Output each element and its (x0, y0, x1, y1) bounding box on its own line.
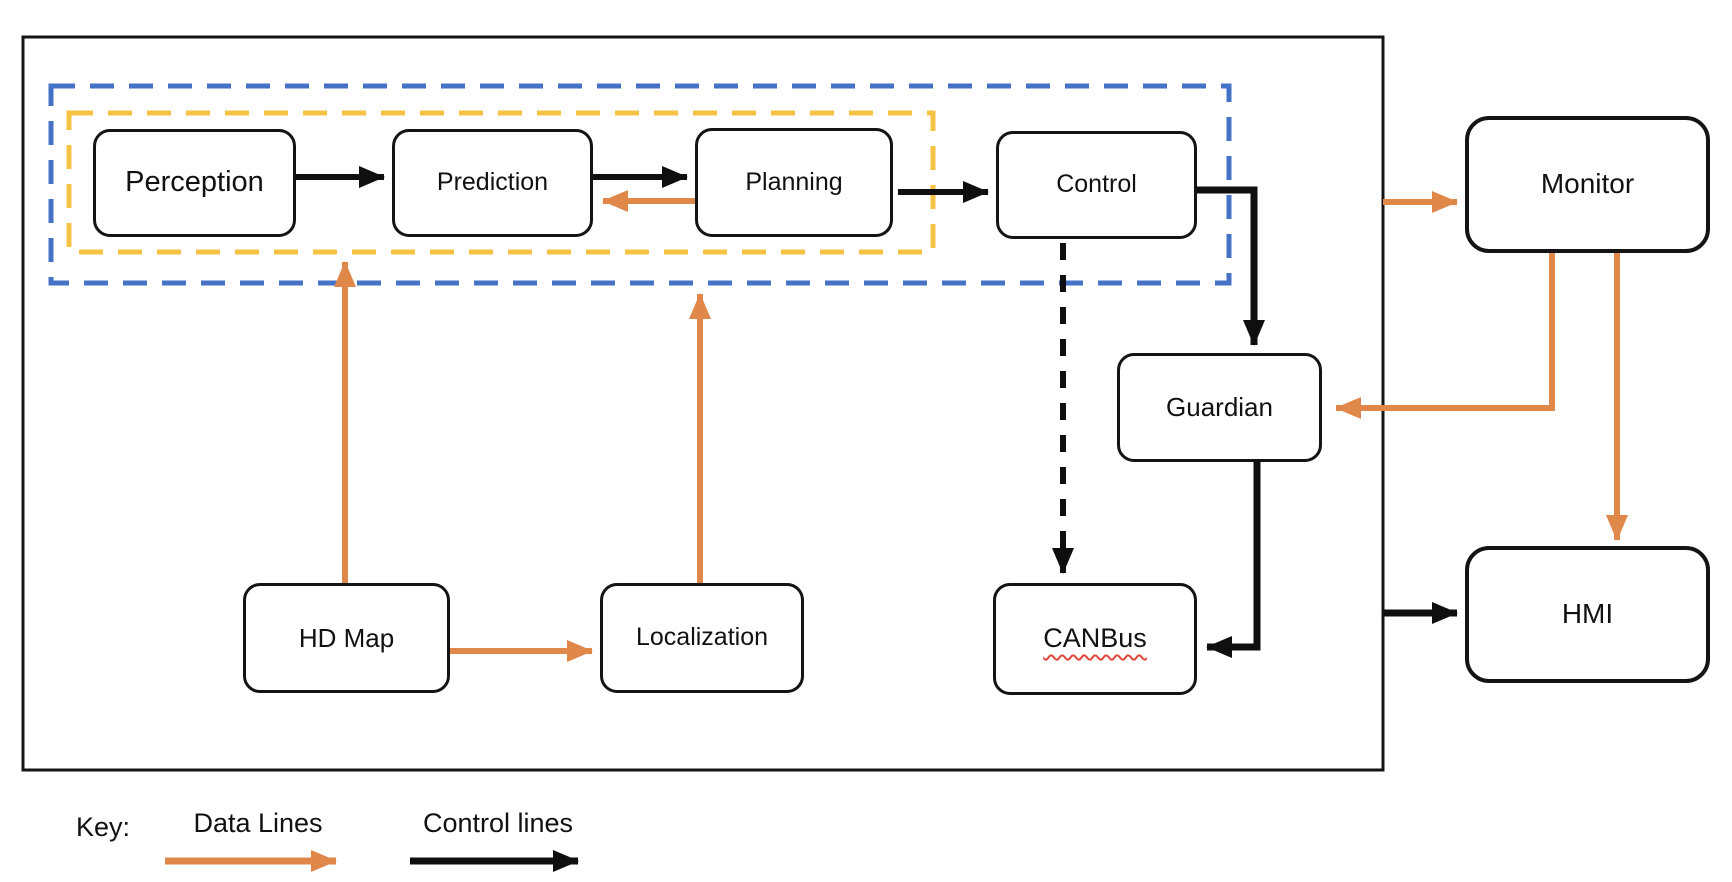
node-guardian-label: Guardian (1166, 392, 1273, 423)
node-planning: Planning (695, 128, 893, 237)
node-control: Control (996, 131, 1197, 239)
node-hd-map-label: HD Map (298, 622, 395, 653)
node-hmi: HMI (1465, 546, 1710, 683)
edge-control-to-guardian (1197, 186, 1265, 346)
node-hmi-label: HMI (1561, 598, 1614, 630)
node-canbus: CANBus (993, 583, 1197, 695)
edge-monitor-to-guardian (1335, 253, 1555, 419)
inner-dashed-group (66, 110, 936, 255)
node-localization-label: Localization (635, 623, 769, 652)
node-perception-label: Perception (125, 166, 264, 199)
node-localization: Localization (600, 583, 804, 693)
node-planning-label: Planning (745, 167, 843, 196)
edge-guardian-to-canbus (1206, 462, 1261, 658)
outer-dashed-group (48, 83, 1232, 286)
node-prediction: Prediction (392, 129, 593, 237)
node-monitor-label: Monitor (1540, 168, 1635, 200)
key-data-lines-label: Data Lines (193, 808, 323, 838)
node-monitor: Monitor (1465, 116, 1710, 253)
node-control-label: Control (1056, 170, 1137, 199)
key-title: Key: (76, 812, 131, 842)
node-guardian: Guardian (1117, 353, 1322, 462)
node-hd-map: HD Map (243, 583, 450, 693)
vehicle-system-frame (21, 35, 1385, 772)
node-canbus-label: CANBus (1043, 623, 1147, 654)
node-prediction-label: Prediction (436, 168, 549, 197)
node-perception: Perception (93, 129, 296, 237)
key-control-lines-label: Control lines (422, 808, 574, 838)
